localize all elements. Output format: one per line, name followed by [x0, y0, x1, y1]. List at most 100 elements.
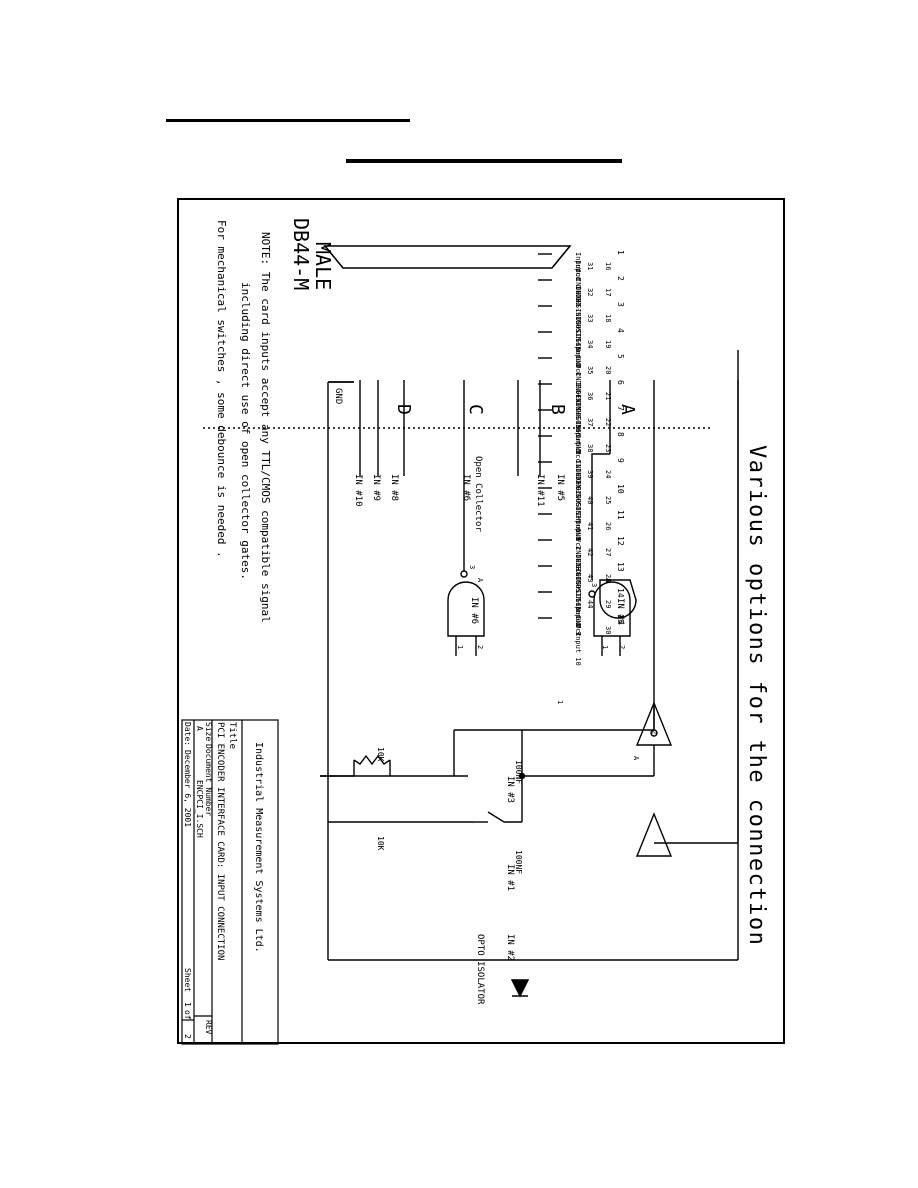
inv3-tag: A [632, 756, 640, 761]
pin-top-label: 26 [604, 522, 612, 530]
in3-label: IN #3 [505, 776, 515, 803]
in9-label: IN #9 [371, 474, 381, 501]
pin-pos-label: 15 [616, 614, 625, 624]
in6-label: IN #6 [461, 474, 471, 501]
size-value: A [195, 726, 204, 731]
header-rule-short [166, 119, 410, 122]
pin-signal-1: Input 11 [574, 434, 582, 468]
gate4-pin1: 1 [601, 645, 609, 649]
sheet-total: 2 [183, 1034, 192, 1039]
pin-signal-3: SINUS- [574, 398, 582, 423]
pin-top-label: 28 [604, 574, 612, 582]
opto-diode-icon [510, 979, 530, 998]
pin-pos-label: 3 [616, 302, 625, 307]
in4-label: IN #4 [615, 598, 625, 625]
inverter-in1 [635, 812, 673, 857]
pin-signal-3: Vcc [574, 450, 582, 463]
group-label-a: A [617, 404, 638, 415]
note-line-3: For mechanical switches , some debounce … [215, 220, 228, 558]
pin-signal-3: GND [574, 528, 582, 541]
pin-pos-label: 7 [616, 406, 625, 411]
pin-top-label: 20 [604, 366, 612, 374]
pin-signal-1: Input 6 [574, 512, 582, 542]
res-10k-in3: 10K [376, 747, 385, 762]
pin-signal-3: Input 9 [574, 606, 582, 636]
connector-type: DB44-M [289, 218, 313, 290]
pin-signal-1: INDEX- [574, 382, 582, 407]
in1-label: IN #1 [505, 864, 515, 891]
company-name: Industrial Measurement Systems Ltd. [253, 742, 264, 953]
opto-isolator-label: OPTO ISOLATOR [475, 934, 485, 1005]
pin-mid-label: 42 [586, 548, 594, 556]
pin-signal-3: Vcc [574, 268, 582, 281]
docnum-value: ENCPCI_I.SCH [195, 780, 204, 838]
pin-top-label: 21 [604, 392, 612, 400]
pin-signal-3: COSIN+ [574, 580, 582, 605]
pin-signal-2: SINUS- [574, 312, 582, 337]
pin-signal-1: INDEX+ [574, 460, 582, 485]
pin-signal-2: COSIN+ [574, 494, 582, 519]
in6-gate-label: IN #6 [469, 597, 479, 624]
pin-pos-label: 6 [616, 380, 625, 385]
gate4-pin3: 3 [590, 583, 598, 587]
pin-signal-1: INDEX+ [574, 278, 582, 303]
schematic-frame [177, 198, 785, 1044]
pin-mid-label: 36 [586, 392, 594, 400]
in11-label: IN #11 [535, 474, 545, 507]
pin-pos-label: 8 [616, 432, 625, 437]
title-block [181, 719, 279, 1045]
pin-top-label: 18 [604, 314, 612, 322]
pin-signal-2: Input 1 [574, 260, 582, 290]
gnd-label: GND [333, 388, 343, 404]
pin-mid-label: 38 [586, 444, 594, 452]
pin-signal-2: GND [574, 442, 582, 455]
pin-pos-label: 5 [616, 354, 625, 359]
pin-top-label: 16 [604, 262, 612, 270]
pin-pos-label: 2 [616, 276, 625, 281]
size-label: Size [204, 722, 213, 741]
gate4-pin2: 2 [618, 645, 626, 649]
pin-mid-label: 31 [586, 262, 594, 270]
pin-signal-3: SINUS+ [574, 476, 582, 501]
header-rule-long [346, 159, 622, 163]
pin-mid-label: 44 [586, 600, 594, 608]
pin-mid-label: 41 [586, 522, 594, 530]
title-text: PCI ENCODER INTERFACE CARD: INPUT CONNEC… [215, 722, 225, 960]
pin-top-label: 24 [604, 470, 612, 478]
pin-top-label: 27 [604, 548, 612, 556]
pin-top-label: 22 [604, 418, 612, 426]
db44-connector-shell [323, 245, 572, 269]
pin-signal-1: COSIN- [574, 330, 582, 355]
inv3-pin2: 2 [650, 730, 658, 734]
pin-signal-3: INDEX- [574, 554, 582, 579]
pin-pos-label: 11 [616, 510, 625, 520]
pin-signal-1: Vcc [574, 538, 582, 551]
pin-signal-2: Input 3 [574, 338, 582, 368]
in2-label: IN #2 [505, 934, 515, 961]
pin-pos-label: 13 [616, 562, 625, 572]
pin-signal-2: SINUS- [574, 572, 582, 597]
gate4-tag: A [604, 578, 612, 583]
pin-mid-label: 32 [586, 288, 594, 296]
connector-gender: MALE [311, 242, 335, 290]
pin-mid-label: 37 [586, 418, 594, 426]
nand-gate-in6 [447, 581, 485, 637]
group-label-b: B [547, 404, 568, 415]
res-10k-in1: 10K [376, 836, 385, 851]
title-label: Title [227, 722, 237, 749]
sheet-of-label: of [183, 1010, 192, 1020]
pin-signal-1: SINUS- [574, 486, 582, 511]
pin-signal-1: COSIN- [574, 590, 582, 615]
pin-signal-2: Vcc [574, 624, 582, 637]
in8-label: IN #8 [389, 474, 399, 501]
pin-signal-2: INDEX- [574, 468, 582, 493]
pin-signal-2: Input 8 [574, 598, 582, 628]
resistor-10k-in3 [353, 754, 391, 766]
pin-signal-1: COSIN+ [574, 408, 582, 433]
rev-label: REV [204, 1020, 213, 1035]
in10-label: IN #10 [353, 474, 363, 507]
sheet-value: 1 [183, 1002, 192, 1007]
pin-signal-2: Input 7 [574, 520, 582, 550]
